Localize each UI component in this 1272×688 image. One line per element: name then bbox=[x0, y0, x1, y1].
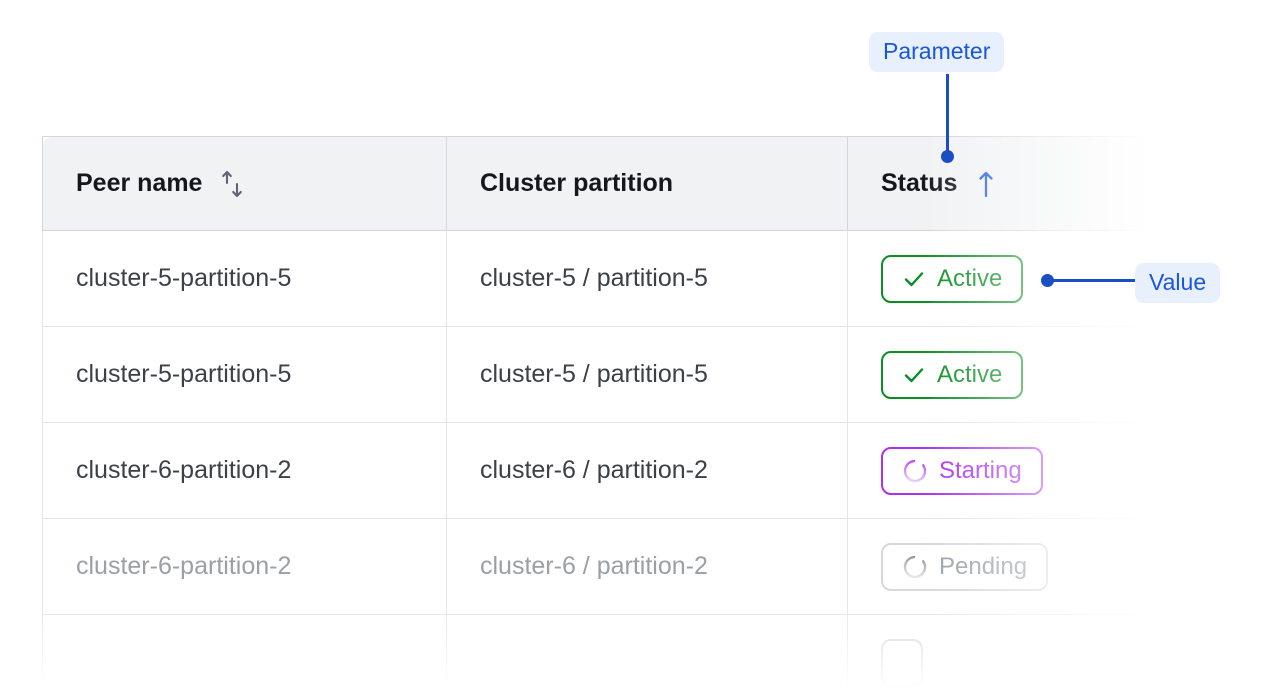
table-row[interactable] bbox=[42, 614, 1232, 688]
spinner-icon bbox=[902, 554, 928, 580]
annotation-badge-parameter: Parameter bbox=[869, 32, 1005, 72]
annotation-connector-parameter bbox=[946, 74, 949, 158]
status-badge-active: Active bbox=[881, 350, 1024, 399]
cell-status bbox=[847, 614, 1232, 688]
sort-both-icon[interactable] bbox=[218, 169, 246, 199]
cell-cluster-partition: cluster-5 / partition-5 bbox=[446, 326, 848, 423]
annotation-dot-value bbox=[1041, 274, 1054, 287]
spinner-icon bbox=[902, 458, 928, 484]
sort-ascending-icon[interactable] bbox=[973, 169, 999, 199]
cell-peer-name bbox=[42, 614, 447, 688]
column-header-peer-name[interactable]: Peer name bbox=[42, 136, 447, 231]
column-header-peer-name-label: Peer name bbox=[76, 169, 203, 197]
cell-status: Pending bbox=[847, 518, 1232, 615]
status-badge-label: Active bbox=[937, 264, 1003, 292]
peers-table: Peer name Cluster partition bbox=[42, 136, 1232, 688]
cell-cluster-partition: cluster-6 / partition-2 bbox=[446, 518, 848, 615]
status-badge-label: Active bbox=[937, 360, 1003, 388]
cell-status: Active bbox=[847, 230, 1232, 327]
cell-status: Active bbox=[847, 326, 1232, 423]
column-header-status[interactable]: Status bbox=[847, 136, 1232, 231]
check-icon bbox=[902, 363, 926, 387]
cell-peer-name: cluster-5-partition-5 bbox=[42, 326, 447, 423]
cell-status: Starting bbox=[847, 422, 1232, 519]
table-header: Peer name Cluster partition bbox=[42, 136, 1232, 231]
table-row[interactable]: cluster-5-partition-5 cluster-5 / partit… bbox=[42, 230, 1232, 327]
annotation-connector-value bbox=[1050, 279, 1142, 282]
table-body: cluster-5-partition-5 cluster-5 / partit… bbox=[42, 230, 1232, 688]
table-row[interactable]: cluster-5-partition-5 cluster-5 / partit… bbox=[42, 326, 1232, 423]
status-badge-starting: Starting bbox=[881, 446, 1043, 495]
status-badge-label: Starting bbox=[939, 456, 1022, 484]
status-badge-pending: Pending bbox=[881, 542, 1049, 591]
check-icon bbox=[902, 267, 926, 291]
status-badge-active: Active bbox=[881, 254, 1024, 303]
column-header-cluster-partition[interactable]: Cluster partition bbox=[446, 136, 848, 231]
column-header-cluster-partition-label: Cluster partition bbox=[480, 169, 674, 197]
annotation-badge-value: Value bbox=[1135, 263, 1221, 303]
column-header-status-label: Status bbox=[881, 169, 958, 197]
status-badge-label: Pending bbox=[939, 552, 1028, 580]
table-scroll-viewport[interactable]: Peer name Cluster partition bbox=[42, 136, 1232, 688]
table-row[interactable]: cluster-6-partition-2 cluster-6 / partit… bbox=[42, 422, 1232, 519]
cell-cluster-partition bbox=[446, 614, 848, 688]
table-row[interactable]: cluster-6-partition-2 cluster-6 / partit… bbox=[42, 518, 1232, 615]
cell-peer-name: cluster-5-partition-5 bbox=[42, 230, 447, 327]
cell-cluster-partition: cluster-6 / partition-2 bbox=[446, 422, 848, 519]
cell-peer-name: cluster-6-partition-2 bbox=[42, 422, 447, 519]
cell-cluster-partition: cluster-5 / partition-5 bbox=[446, 230, 848, 327]
table-header-row: Peer name Cluster partition bbox=[42, 136, 1232, 231]
annotation-dot-parameter bbox=[941, 150, 954, 163]
cell-peer-name: cluster-6-partition-2 bbox=[42, 518, 447, 615]
status-badge-partial bbox=[881, 638, 923, 687]
